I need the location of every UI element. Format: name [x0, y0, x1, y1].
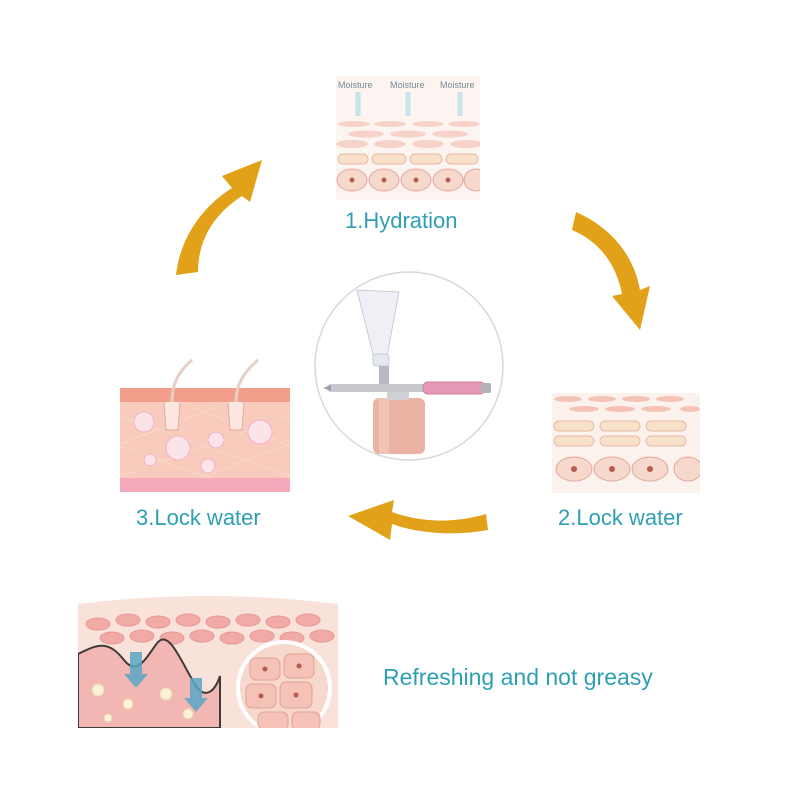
- follicle-skin-illustration: [120, 358, 290, 492]
- step-3-label: 3.Lock water: [136, 505, 261, 530]
- moisture-label-3: Moisture: [440, 80, 475, 90]
- airbrush-circle: [313, 270, 505, 462]
- step-2-label: 2.Lock water: [558, 505, 683, 530]
- tagline-text: Refreshing and not greasy: [383, 664, 653, 690]
- hydration-skin-illustration: [336, 76, 480, 200]
- arrow-bottom-left: [348, 500, 488, 540]
- step-1-label: 1.Hydration: [345, 208, 458, 233]
- arrow-up-left: [176, 160, 262, 275]
- airbrush-sprayer-icon: [314, 271, 504, 461]
- skin-absorption-illustration: [78, 596, 338, 728]
- lock-water-left-panel: [120, 356, 290, 492]
- moisture-label-2: Moisture: [390, 80, 425, 90]
- skin-cross-section: [78, 594, 338, 728]
- lock-water-right-panel: [552, 393, 700, 493]
- hydration-skin-panel: Moisture Moisture Moisture: [336, 76, 480, 200]
- moisture-label-1: Moisture: [338, 80, 373, 90]
- lock-water-skin-illustration: [552, 393, 700, 493]
- arrow-right-down: [572, 212, 650, 330]
